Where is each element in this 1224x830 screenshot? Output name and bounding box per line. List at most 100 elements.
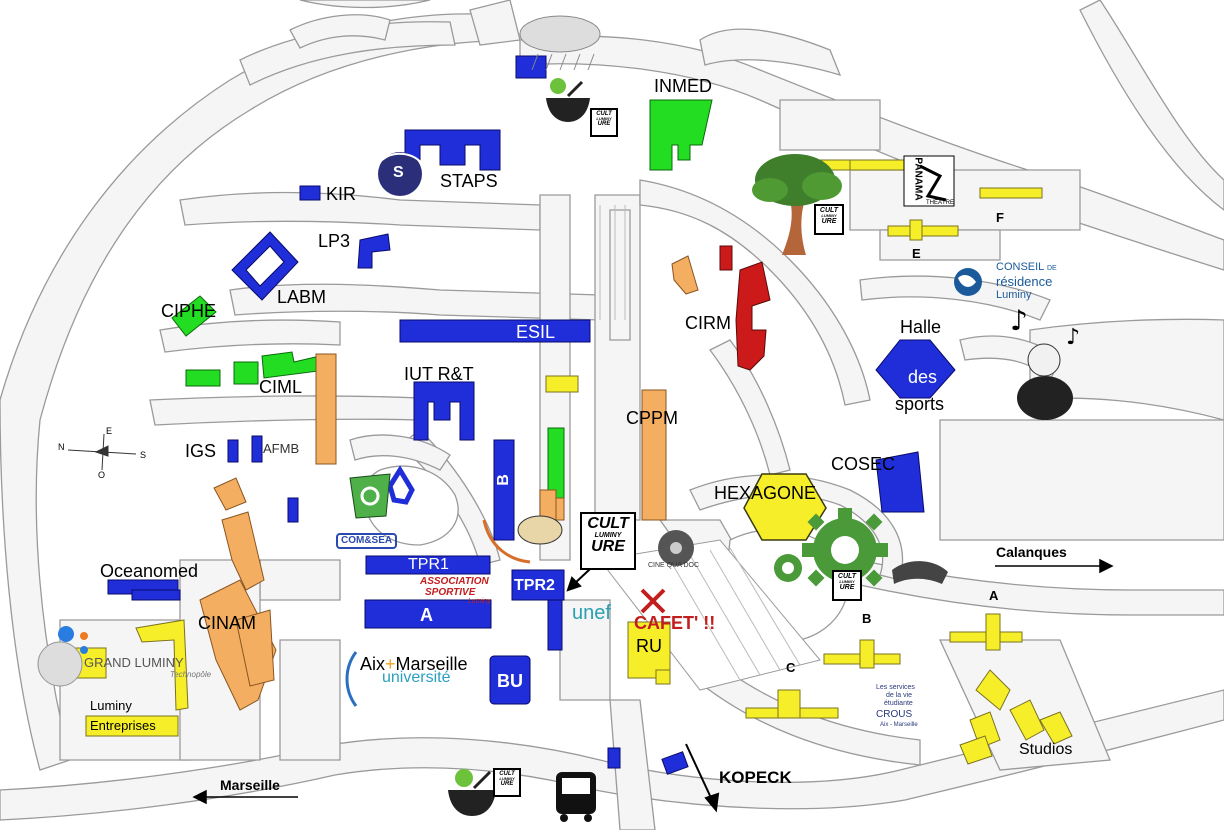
bowl-icon-bottom	[448, 769, 496, 816]
amu-logo-arc	[345, 651, 358, 707]
halle-label-top: Halle	[900, 317, 942, 337]
residence-buildings	[75, 159, 1073, 765]
kopeck-label: KOPECK	[719, 768, 792, 787]
grand-luminy-logo: GRAND LUMINY	[84, 655, 184, 670]
cppm-label: CPPM	[626, 408, 679, 428]
ru-label: RU	[636, 636, 662, 656]
panama-theatre: THÉÂTRE	[926, 200, 955, 206]
recycle-bin-icon	[349, 473, 391, 519]
marseille-arrow	[192, 789, 298, 805]
gear-icon	[774, 508, 888, 592]
crous-logo-1: Les services	[876, 684, 915, 691]
compass-n: N	[58, 442, 65, 452]
panama-logo: PANAMA	[912, 157, 924, 201]
hexagone-label: HEXAGONE	[714, 483, 817, 503]
halle-label-mid: des	[908, 367, 938, 387]
bu-label: BU	[497, 671, 523, 691]
parking-lines	[599, 205, 801, 681]
tpr2-label: TPR2	[514, 577, 555, 594]
conseil-residence-logo-2: résidence	[996, 274, 1053, 289]
afmb-label: AFMB	[263, 441, 300, 456]
mascot-bird-icon	[482, 515, 563, 564]
bowl-icon	[546, 78, 590, 122]
igs-label: IGS	[185, 441, 217, 461]
tree-icon	[752, 154, 842, 255]
lp3-label: LP3	[318, 231, 351, 251]
cosec-label: COSEC	[831, 454, 896, 474]
amu-logo-universite: université	[382, 669, 451, 686]
compass-o: O	[98, 470, 106, 480]
labm-label: LABM	[277, 287, 327, 307]
staps-badge-icon	[378, 152, 425, 196]
unef-logo: unef	[572, 602, 611, 624]
conseil-residence-logo-3: Luminy	[996, 289, 1032, 301]
bus-icon	[556, 772, 596, 822]
compass-s: S	[140, 450, 147, 460]
com-sea-logo: COM&SEA	[336, 533, 398, 549]
residence-f-label: F	[996, 210, 1004, 225]
orange-buildings	[199, 255, 699, 711]
green-buildings	[171, 99, 713, 499]
asso-sportive-logo-1: ASSOCIATION	[420, 576, 489, 587]
staps-label: STAPS	[440, 171, 498, 191]
oceanomed-label: Oceanomed	[100, 561, 199, 581]
panama-dancer-icon	[903, 155, 955, 207]
residence-e-label: E	[912, 246, 921, 261]
cirm-label: CIRM	[685, 313, 731, 333]
inmed-label: INMED	[654, 76, 712, 96]
calanques-arrow	[995, 558, 1114, 574]
luminy-entreprises-label-2: Entreprises	[90, 718, 156, 733]
hexagone-building	[743, 473, 827, 541]
asso-sportive-logo-3: Luminy	[468, 598, 491, 605]
building-a-label: A	[420, 605, 433, 625]
grand-luminy-technopole: Technopôle	[170, 670, 212, 679]
building-b-label: B	[494, 474, 512, 486]
kopeck-arrow	[685, 743, 720, 813]
cafet-cross-icon	[640, 588, 666, 614]
conseil-residence-logo-1: CONSEIL DE	[996, 261, 1057, 273]
svg-text:♪: ♪	[1066, 325, 1080, 350]
luminy-entreprises-label-1: Luminy	[90, 698, 132, 713]
ciphe-label: CIPHE	[161, 301, 217, 321]
svg-text:♪: ♪	[1010, 304, 1028, 337]
amu-logo-aix: Aix+Marseille	[360, 654, 468, 674]
cirm-buildings	[719, 245, 771, 371]
ciml-label: CIML	[259, 377, 303, 397]
residence-a-label: A	[989, 588, 999, 603]
cinam-label: CINAM	[198, 613, 256, 633]
residence-b-label: B	[862, 611, 872, 626]
marseille-label: Marseille	[220, 777, 280, 793]
wolf-icon	[892, 561, 948, 584]
grand-luminy-globe-icon	[37, 626, 88, 687]
conseil-globe-icon	[954, 268, 982, 296]
tpr1-label: TPR1	[408, 556, 449, 573]
crous-logo-4: CROUS	[876, 709, 913, 720]
music-mascot-icon: ♪ ♪	[1010, 304, 1080, 420]
crous-logo-3: étudiante	[884, 700, 913, 707]
asso-sportive-logo-2: SPORTIVE	[425, 587, 476, 598]
iut-label: IUT R&T	[404, 364, 474, 384]
studios-label: Studios	[1019, 741, 1073, 758]
halle-label-bottom: sports	[895, 394, 945, 414]
film-reel-icon	[658, 530, 694, 566]
crous-logo-5: Aix - Marseille	[880, 722, 918, 728]
staps-badge-letter: S	[393, 164, 404, 181]
crous-logo-2: de la vie	[886, 692, 913, 699]
calanques-label: Calanques	[996, 544, 1067, 560]
cine-qua-doc-logo: CINE QUA DOC	[648, 562, 699, 569]
compass-rose	[67, 433, 137, 471]
kir-label: KIR	[326, 184, 357, 204]
residence-c-label: C	[786, 660, 796, 675]
rain-cloud-icon	[519, 15, 601, 71]
esil-label: ESIL	[516, 322, 556, 342]
teaching-buildings	[107, 55, 956, 775]
cafet-label: CAFET' !!	[634, 613, 716, 633]
compass-e: E	[106, 426, 113, 436]
